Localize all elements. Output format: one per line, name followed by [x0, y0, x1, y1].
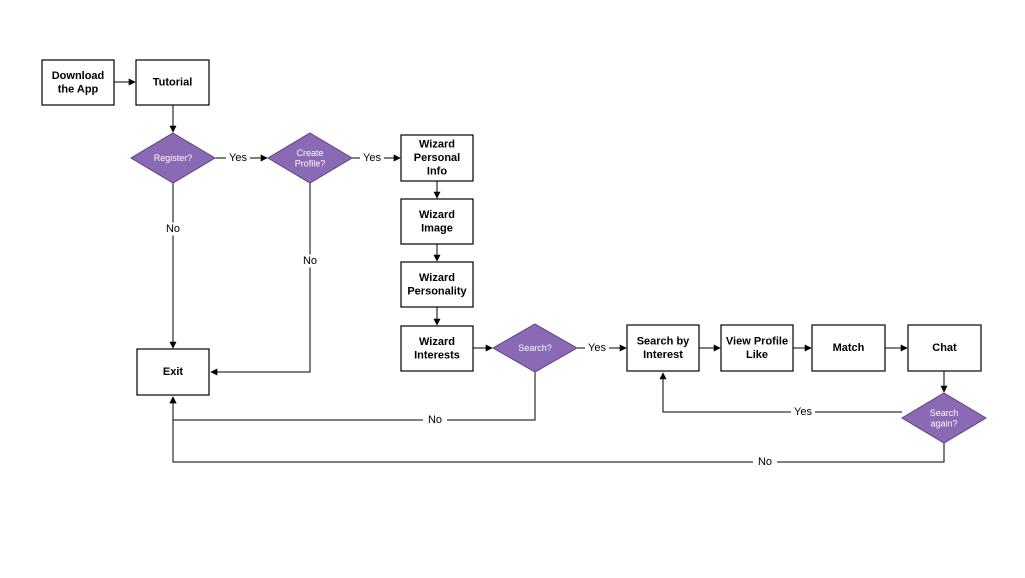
decision-diamond	[901, 392, 987, 444]
edge-label: Yes	[229, 152, 247, 164]
node-label-line: the App	[58, 83, 99, 95]
edge-label-background	[585, 341, 609, 355]
process-box	[136, 348, 210, 396]
edge-create-no: No	[210, 183, 322, 376]
node-label-line: Info	[427, 166, 447, 178]
node-label-line: Wizard	[419, 272, 455, 284]
node-label-line: Profile?	[295, 158, 326, 168]
process-box	[907, 324, 982, 372]
edge-line	[210, 183, 311, 376]
edge-label: Yes	[588, 342, 606, 354]
edge-label-background	[161, 222, 185, 236]
edge-search-yes: Yes	[577, 341, 627, 355]
node-label-line: Like	[746, 349, 768, 361]
node-label-line: Exit	[163, 366, 184, 378]
node-label-line: Download	[52, 70, 105, 82]
node-search-by-interest: Search by Interest	[626, 324, 700, 372]
edge-create-yes: Yes	[352, 151, 401, 165]
node-label-line: Personality	[407, 285, 467, 297]
edge-again-no: No	[169, 396, 945, 469]
node-label-line: Image	[421, 222, 453, 234]
edge-label-background	[423, 413, 447, 427]
node-register: Register?	[130, 132, 216, 184]
node-label-line: Search	[930, 408, 959, 418]
node-tutorial: Tutorial	[135, 59, 210, 106]
edge-label-background	[360, 151, 384, 165]
process-box	[400, 325, 474, 372]
node-exit: Exit	[136, 348, 210, 396]
process-box	[41, 59, 115, 106]
edge-label: Yes	[363, 152, 381, 164]
edge-register-no: No	[161, 183, 185, 349]
edge-label: No	[758, 456, 772, 468]
edge-label: No	[303, 255, 317, 267]
edge-line	[169, 372, 536, 421]
node-label-line: Wizard	[419, 139, 455, 151]
node-label-line: Wizard	[419, 209, 455, 221]
process-box	[811, 324, 886, 372]
node-match: Match	[811, 324, 886, 372]
process-box	[400, 198, 474, 245]
node-search-q: Search?	[491, 323, 579, 373]
process-box	[720, 324, 794, 372]
edge-label-background	[226, 151, 250, 165]
node-label-line: Interest	[643, 349, 683, 361]
edge-label-background	[753, 455, 777, 469]
node-label-line: View Profile	[726, 335, 788, 347]
node-label-line: Create	[296, 148, 323, 158]
node-label-line: Personal	[414, 152, 460, 164]
node-label-line: Wizard	[419, 336, 455, 348]
edge-again-yes: Yes	[659, 372, 902, 419]
edge-line	[659, 372, 902, 413]
edge-label-background	[298, 254, 322, 268]
node-label-line: Register?	[154, 153, 193, 163]
decision-diamond	[130, 132, 216, 184]
node-label-line: Search?	[518, 343, 552, 353]
node-label-line: Tutorial	[153, 77, 193, 89]
edge-label: No	[166, 223, 180, 235]
edge-search-no: No	[169, 372, 536, 427]
edge-register-yes: Yes	[215, 151, 268, 165]
edge-label-background	[791, 405, 815, 419]
edge-label: No	[428, 414, 442, 426]
process-box	[400, 134, 474, 182]
decision-diamond	[267, 132, 353, 184]
node-label-line: Match	[833, 342, 865, 354]
node-chat: Chat	[907, 324, 982, 372]
node-label-line: Search by	[637, 335, 690, 347]
node-label-line: again?	[930, 418, 957, 428]
edge-line	[169, 396, 945, 463]
decision-diamond	[491, 323, 579, 373]
edge-label: Yes	[794, 406, 812, 418]
node-label-line: Interests	[414, 349, 460, 361]
node-label-line: Chat	[932, 342, 957, 354]
process-box	[400, 261, 474, 308]
process-box	[135, 59, 210, 106]
process-box	[626, 324, 700, 372]
